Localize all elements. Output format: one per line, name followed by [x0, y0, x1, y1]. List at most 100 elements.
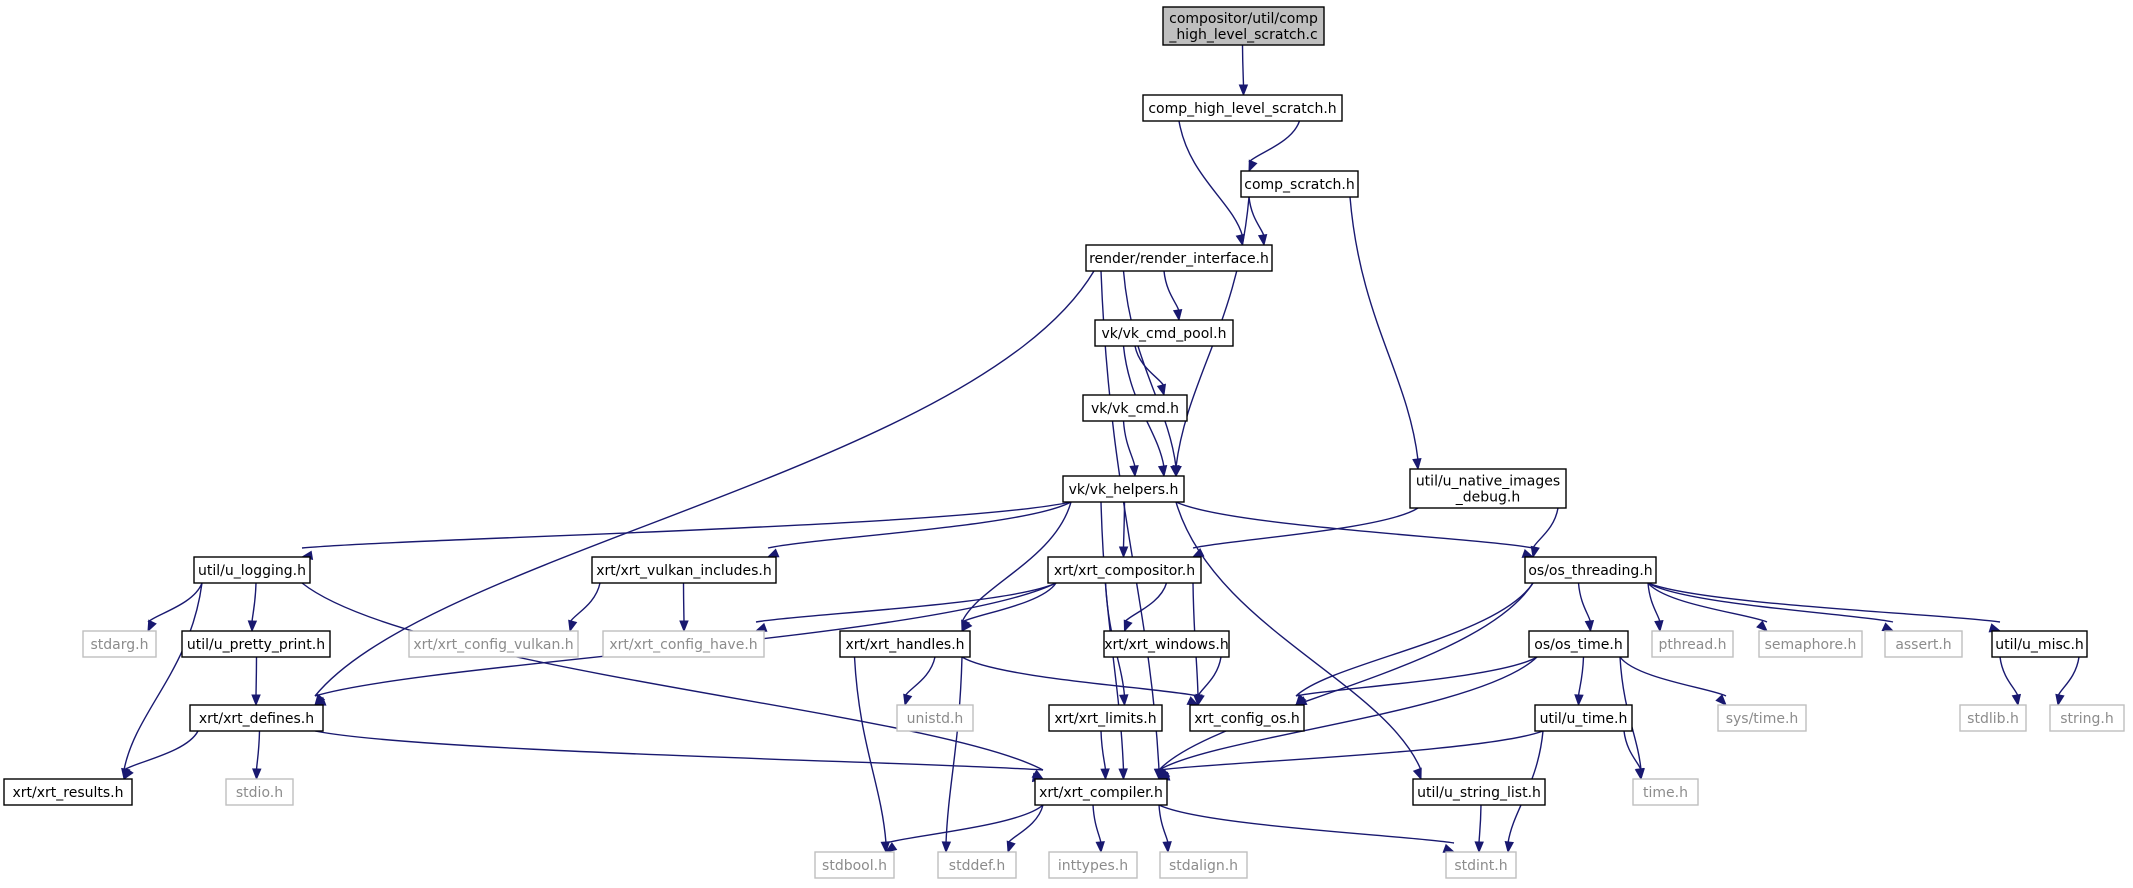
edge-xdef-to-xcomp2 [314, 730, 1045, 783]
node-usl[interactable]: util/u_string_list.h [1412, 778, 1546, 806]
node-label: pthread.h [1658, 637, 1726, 653]
node-xlim[interactable]: xrt/xrt_limits.h [1048, 704, 1163, 732]
edge-utime-to-xcomp2 [1157, 730, 1544, 781]
edge-upp-to-xdef [251, 656, 261, 707]
node-label: stdlib.h [1967, 711, 2019, 727]
node-label: xrt/xrt_compositor.h [1054, 563, 1195, 579]
edge-xhand-to-stddef [941, 656, 963, 854]
node-xcomp[interactable]: xrt/xrt_compositor.h [1047, 556, 1202, 584]
node-label: xrt/xrt_handles.h [845, 637, 964, 653]
node-cs[interactable]: comp_scratch.h [1240, 170, 1359, 198]
edge-ulog-to-upp [247, 582, 258, 633]
node-label: sys/time.h [1726, 711, 1799, 727]
node-ostime[interactable]: os/os_time.h [1528, 630, 1629, 658]
node-box [1412, 778, 1546, 806]
node-box [839, 630, 971, 658]
edge-xcomp-to-xhand [961, 582, 1057, 633]
edge-ost-to-umisc [1647, 582, 2002, 633]
nodes-layer: compositor/util/comp_high_level_scratch.… [3, 6, 2125, 879]
node-xres[interactable]: xrt/xrt_results.h [3, 778, 133, 806]
edge-ostime-to-systime [1619, 656, 1727, 706]
node-label: stdarg.h [91, 637, 149, 653]
node-box [193, 556, 311, 584]
edge-xhand-to-xcos [961, 656, 1200, 706]
node-label: os/os_time.h [1534, 637, 1622, 653]
node-xcomp2[interactable]: xrt/xrt_compiler.h [1034, 778, 1168, 806]
node-label: xrt/xrt_config_vulkan.h [413, 637, 573, 653]
node-label: semaphore.h [1765, 637, 1857, 653]
node-upp[interactable]: util/u_pretty_print.h [181, 630, 331, 658]
node-umisc[interactable]: util/u_misc.h [1991, 630, 2088, 658]
node-box [1991, 630, 2088, 658]
node-ulog[interactable]: util/u_logging.h [193, 556, 311, 584]
edge-root-to-chls [1238, 44, 1249, 97]
node-box [1717, 704, 1807, 732]
node-stddef: stddef.h [937, 851, 1017, 879]
edge-umisc-to-stdlib [1999, 656, 2022, 707]
node-xdef[interactable]: xrt/xrt_defines.h [189, 704, 324, 732]
node-box [1409, 468, 1567, 509]
node-box [1034, 778, 1168, 806]
node-stdbool: stdbool.h [814, 851, 895, 879]
edge-rri-to-xcomp2 [1100, 270, 1164, 781]
edge-xcomp2-to-stdalign [1158, 804, 1172, 854]
node-stdint: stdint.h [1445, 851, 1517, 879]
node-xcos[interactable]: xrt_config_os.h [1189, 704, 1305, 732]
node-root[interactable]: compositor/util/comp_high_level_scratch.… [1162, 6, 1325, 46]
node-xwin[interactable]: xrt/xrt_windows.h [1103, 630, 1230, 658]
edge-xvi-to-xcv [568, 582, 601, 633]
node-vkh[interactable]: vk/vk_helpers.h [1062, 475, 1185, 503]
node-label: util/u_time.h [1540, 711, 1628, 727]
node-unid[interactable]: util/u_native_images_debug.h [1409, 468, 1567, 509]
node-inttypes: inttypes.h [1048, 851, 1138, 879]
node-box [1651, 630, 1734, 658]
node-xvi[interactable]: xrt/xrt_vulkan_includes.h [591, 556, 777, 584]
edge-xlim-to-xcomp2 [1100, 730, 1110, 781]
node-stdio: stdio.h [225, 778, 294, 806]
edge-umisc-to-string [2055, 656, 2080, 707]
edge-ostime-to-xcos [1294, 656, 1538, 706]
node-xhand[interactable]: xrt/xrt_handles.h [839, 630, 971, 658]
node-assert: assert.h [1884, 630, 1963, 658]
node-label: util/u_pretty_print.h [187, 637, 325, 653]
node-label: render/render_interface.h [1089, 251, 1269, 267]
edge-xcomp2-to-inttypes [1092, 804, 1105, 854]
node-label: inttypes.h [1058, 858, 1128, 874]
edge-xvi-to-xch [679, 582, 689, 633]
node-label: xrt/xrt_vulkan_includes.h [596, 563, 771, 579]
node-box [1103, 630, 1230, 658]
node-ost[interactable]: os/os_threading.h [1524, 556, 1657, 584]
node-box [1094, 319, 1234, 347]
node-label: comp_scratch.h [1244, 177, 1355, 193]
node-timeh: time.h [1632, 778, 1699, 806]
node-label: stddef.h [949, 858, 1005, 874]
node-box [1240, 170, 1359, 198]
edge-ost-to-sema [1647, 582, 1768, 632]
node-stdalign: stdalign.h [1159, 851, 1248, 879]
node-utime[interactable]: util/u_time.h [1534, 704, 1633, 732]
node-rri[interactable]: render/render_interface.h [1085, 244, 1273, 272]
node-label: compositor/util/comp_high_level_scratch.… [1168, 11, 1318, 43]
edge-xcomp-to-xwin [1123, 582, 1168, 633]
node-chls[interactable]: comp_high_level_scratch.h [1142, 94, 1343, 122]
node-box [814, 851, 895, 879]
node-xch: xrt/xrt_config_have.h [602, 630, 765, 658]
node-box [1047, 556, 1202, 584]
node-label: unistd.h [907, 711, 964, 727]
node-label: xrt_config_os.h [1194, 711, 1300, 727]
node-label: stdint.h [1454, 858, 1507, 874]
node-label: util/u_string_list.h [1417, 785, 1541, 801]
node-label: comp_high_level_scratch.h [1148, 101, 1336, 117]
node-box [1162, 6, 1325, 46]
node-xcv: xrt/xrt_config_vulkan.h [408, 630, 579, 658]
edge-xcomp2-to-stdbool [884, 804, 1044, 853]
node-box [1048, 704, 1163, 732]
node-box [1159, 851, 1248, 879]
edge-ost-to-xcomp2 [1158, 582, 1534, 781]
edge-cs-to-unid [1349, 196, 1422, 471]
node-vc[interactable]: vk/vk_cmd.h [1082, 394, 1188, 422]
node-box [3, 778, 133, 806]
node-vcp[interactable]: vk/vk_cmd_pool.h [1094, 319, 1234, 347]
node-box [1189, 704, 1305, 732]
